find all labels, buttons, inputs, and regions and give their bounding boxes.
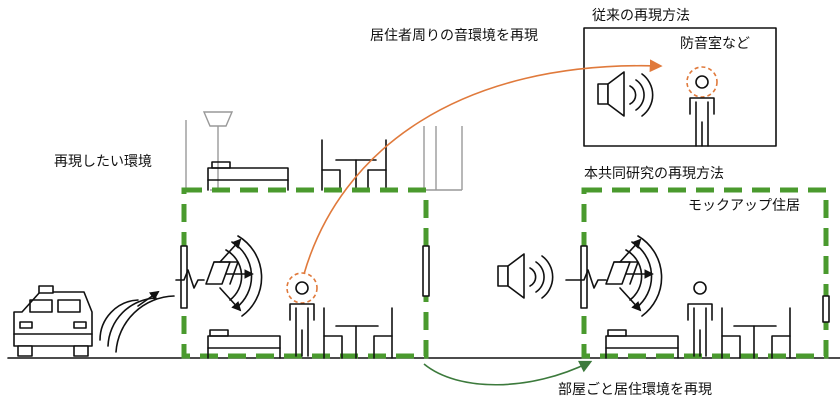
speaker-icon	[497, 253, 554, 299]
sound-wave-icon	[605, 235, 663, 317]
speaker-icon	[597, 71, 654, 117]
green-arrow	[423, 360, 593, 386]
conventional-method-label: 従来の再現方法	[592, 8, 690, 24]
bed-icon	[605, 329, 679, 359]
table-chair-icon	[721, 307, 791, 359]
room-living-env-label: 部屋ごと居住環境を再現	[558, 382, 712, 398]
sound-wave-icon	[205, 235, 263, 317]
soundproof-room-box	[583, 27, 777, 147]
person-icon	[687, 281, 713, 357]
person-icon	[286, 272, 318, 357]
window-icon	[565, 245, 607, 309]
orange-arrow	[303, 59, 663, 275]
mockup-house-label: モックアップ住居	[688, 198, 800, 214]
person-icon	[686, 66, 718, 147]
resident-sound-env-label: 居住者周りの音環境を再現	[370, 27, 538, 44]
table-chair-icon	[323, 307, 393, 359]
window-icon	[422, 245, 430, 297]
car-icon	[13, 285, 93, 357]
scene-to-reproduce-label: 再現したい環境	[54, 154, 152, 170]
soundproof-room-label: 防音室など	[680, 35, 750, 52]
table-chair-icon	[321, 139, 387, 191]
bed-icon	[207, 161, 289, 191]
upper-floor-furniture	[185, 111, 463, 191]
sound-wave-icon	[99, 290, 175, 353]
bed-icon	[207, 329, 281, 359]
window-icon	[175, 245, 205, 309]
window-icon	[822, 295, 830, 323]
joint-research-method-label: 本共同研究の再現方法	[584, 166, 724, 182]
